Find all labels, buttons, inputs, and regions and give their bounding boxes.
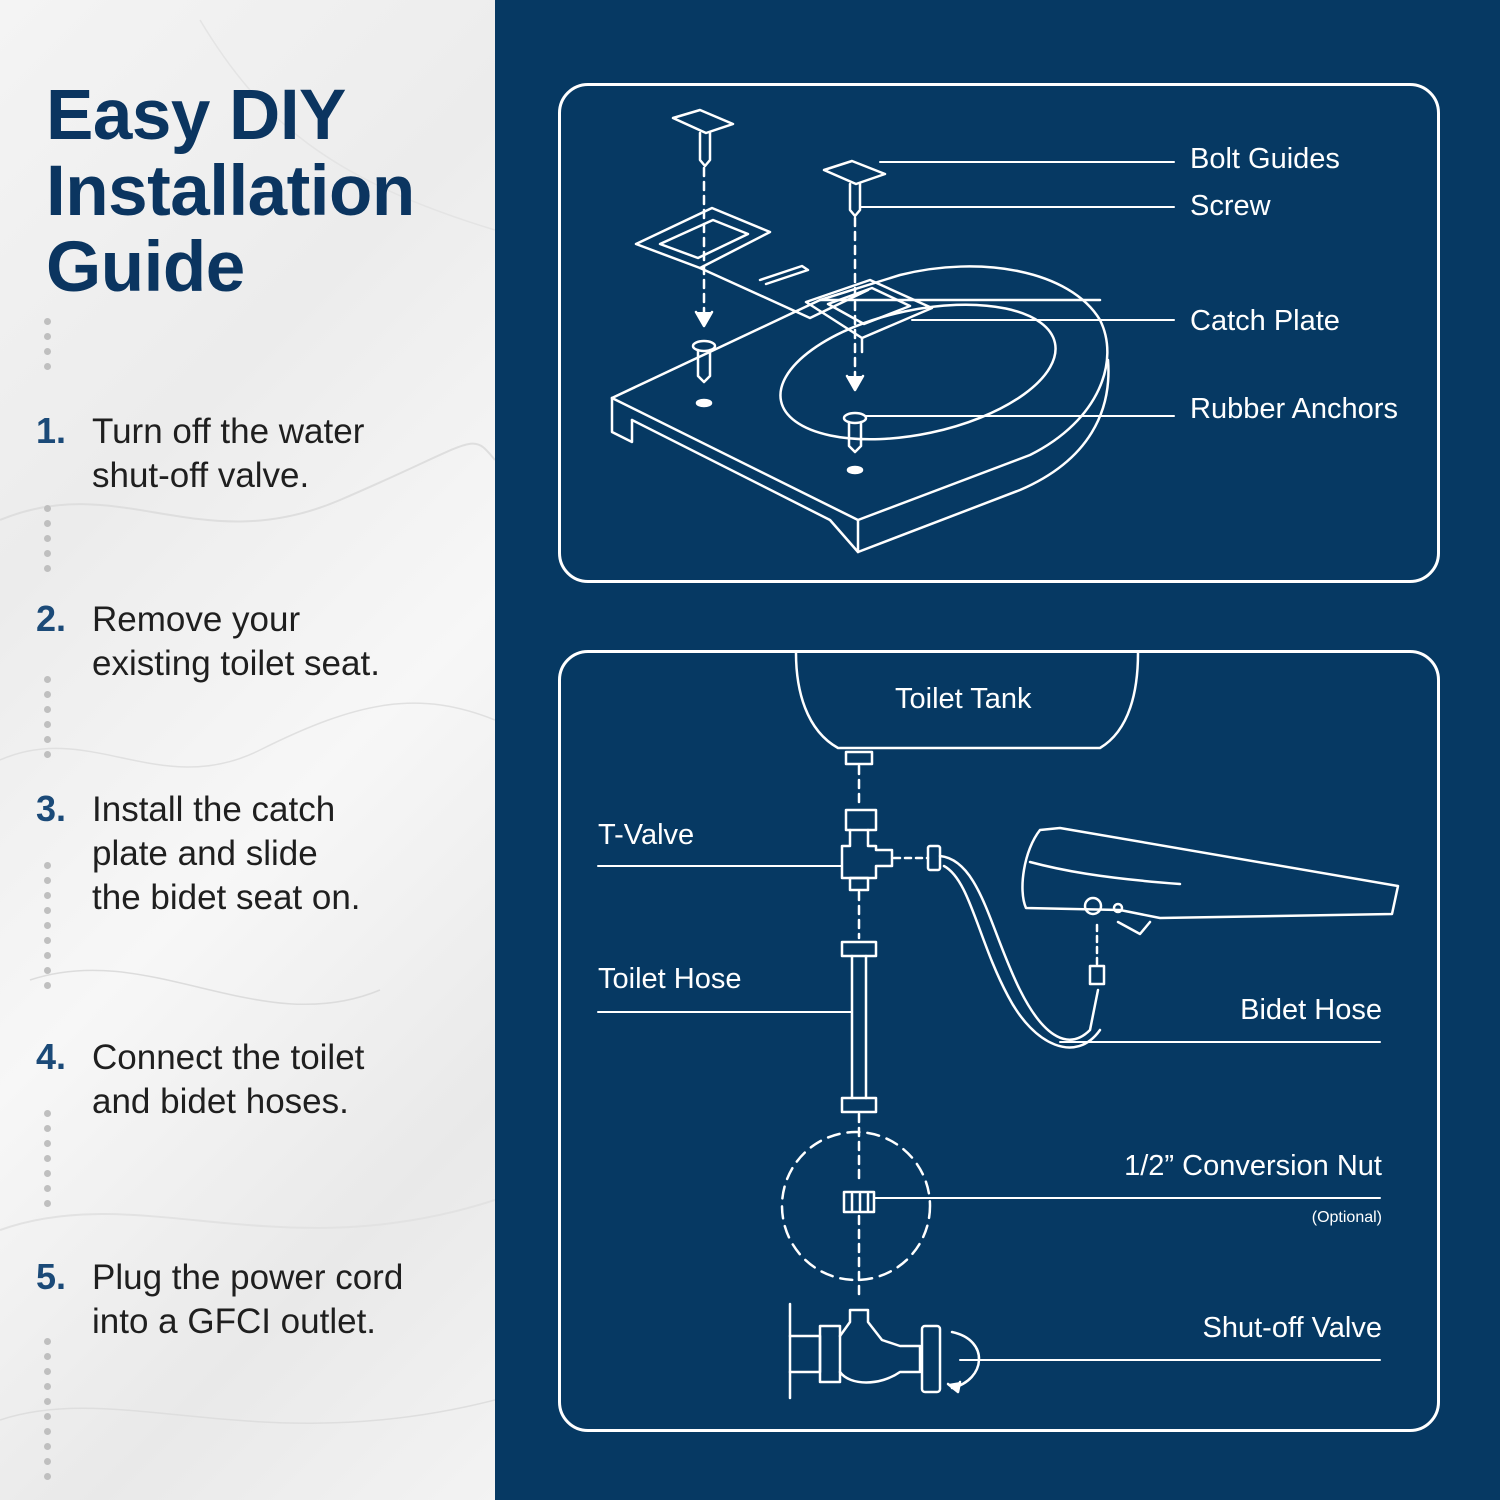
label-shutoff-valve: Shut-off Valve [1202,1312,1382,1344]
step-number: 3. [36,788,67,829]
label-toilet-hose: Toilet Hose [598,963,742,995]
page-title: Easy DIY Installation Guide [46,76,415,307]
hose-connection-diagram [558,650,1440,1432]
label-rubber-anchors: Rubber Anchors [1190,393,1398,425]
divider-dots [44,505,52,580]
instructions-panel: Easy DIY Installation Guide 1. Turn off … [0,0,495,1500]
label-conversion-nut: 1/2” Conversion Nut [1124,1150,1382,1182]
divider-dots [44,676,52,766]
step-text: Remove your existing toilet seat. [92,600,380,683]
step-text: Turn off the water shut-off valve. [92,412,365,495]
label-optional: (Optional) [1311,1209,1382,1226]
divider-dots [44,1338,52,1488]
step-number: 2. [36,598,67,639]
seat-mounting-diagram [558,83,1440,583]
label-toilet-tank: Toilet Tank [895,683,1032,715]
divider-dots [44,862,52,997]
label-catch-plate: Catch Plate [1190,305,1340,337]
step-number: 5. [36,1256,67,1297]
plumbing-drawing [597,651,1400,1400]
label-bolt-guides: Bolt Guides [1190,143,1340,175]
diagram-panel [495,0,1500,1500]
label-screw: Screw [1190,190,1271,222]
step-number: 4. [36,1036,67,1077]
step-text: Plug the power cord into a GFCI outlet. [92,1258,404,1341]
divider-dots [44,1110,52,1215]
step-number: 1. [36,410,67,451]
label-bidet-hose: Bidet Hose [1240,994,1382,1026]
seat-base-drawing [610,108,1175,554]
marble-texture [0,19,495,1424]
label-t-valve: T-Valve [598,819,695,851]
divider-dots [44,318,52,378]
step-text: Install the catch plate and slide the bi… [92,790,361,917]
step-text: Connect the toilet and bidet hoses. [92,1038,365,1121]
